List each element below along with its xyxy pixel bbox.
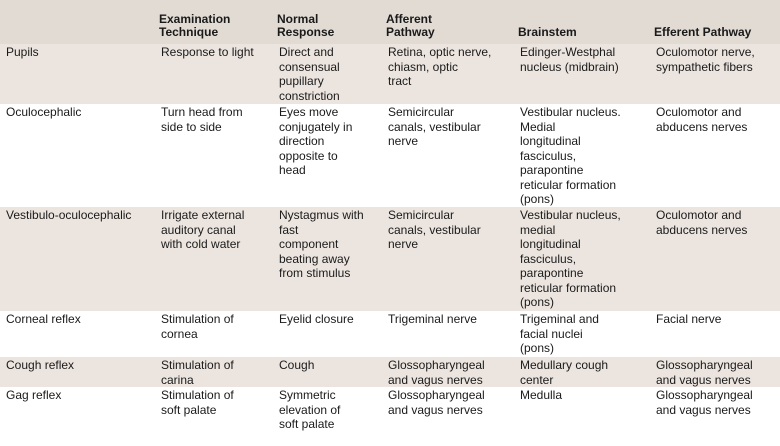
header-examination-technique: Examination Technique <box>159 12 231 39</box>
table-row: Pupils Response to light Direct and cons… <box>0 44 780 104</box>
header-efferent-pathway: Efferent Pathway <box>654 25 752 39</box>
cell-afferent: Glossopharyngeal and vagus nerves <box>380 387 512 433</box>
header-test <box>0 0 153 44</box>
cell-brainstem: Trigeminal and facial nuclei (pons) <box>512 311 648 357</box>
cell-efferent: Facial nerve <box>648 311 780 357</box>
cell-response: Symmetric elevation of soft palate <box>271 387 380 433</box>
cell-test: Oculocephalic <box>0 104 153 207</box>
cell-brainstem: Edinger-Westphal nucleus (midbrain) <box>512 44 648 104</box>
cell-response: Eyelid closure <box>271 311 380 357</box>
cell-brainstem: Medulla <box>512 387 648 433</box>
cell-technique: Turn head from side to side <box>153 104 271 207</box>
cell-test: Corneal reflex <box>0 311 153 357</box>
cell-brainstem: Vestibular nucleus. Medial longitudinal … <box>512 104 648 207</box>
cell-test: Gag reflex <box>0 387 153 433</box>
cell-response: Direct and consensual pupillary constric… <box>271 44 380 104</box>
cell-technique: Stimulation of carina <box>153 357 271 387</box>
cell-afferent: Semicircular canals, vestibular nerve <box>380 104 512 207</box>
header-brainstem: Brainstem <box>518 25 577 39</box>
cell-technique: Response to light <box>153 44 271 104</box>
cell-efferent: Oculomotor and abducens nerves <box>648 207 780 311</box>
cell-afferent: Trigeminal nerve <box>380 311 512 357</box>
brainstem-reflex-table: Examination Technique Normal Response Af… <box>0 0 780 433</box>
cell-efferent: Oculomotor and abducens nerves <box>648 104 780 207</box>
cell-afferent: Retina, optic nerve, chiasm, optic tract <box>380 44 512 104</box>
cell-brainstem: Medullary cough center <box>512 357 648 387</box>
cell-test: Pupils <box>0 44 153 104</box>
table-row: Vestibulo-oculocephalic Irrigate externa… <box>0 207 780 311</box>
cell-efferent: Glossopharyngeal and vagus nerves <box>648 387 780 433</box>
cell-response: Cough <box>271 357 380 387</box>
cell-afferent: Glossopharyngeal and vagus nerves <box>380 357 512 387</box>
table-row: Oculocephalic Turn head from side to sid… <box>0 104 780 207</box>
cell-technique: Irrigate external auditory canal with co… <box>153 207 271 311</box>
cell-test: Cough reflex <box>0 357 153 387</box>
table-row: Gag reflex Stimulation of soft palate Sy… <box>0 387 780 433</box>
cell-response: Nystagmus with fast component beating aw… <box>271 207 380 311</box>
table-row: Cough reflex Stimulation of carina Cough… <box>0 357 780 387</box>
header-afferent-pathway: Afferent Pathway <box>386 12 435 39</box>
header-normal-response: Normal Response <box>277 12 335 39</box>
cell-brainstem: Vestibular nucleus, medial longitudinal … <box>512 207 648 311</box>
cell-efferent: Oculomotor nerve, sympathetic fibers <box>648 44 780 104</box>
table-row: Corneal reflex Stimulation of cornea Eye… <box>0 311 780 357</box>
cell-response: Eyes move conjugately in direction oppos… <box>271 104 380 207</box>
cell-afferent: Semicircular canals, vestibular nerve <box>380 207 512 311</box>
table-header-row: Examination Technique Normal Response Af… <box>0 0 780 44</box>
cell-technique: Stimulation of cornea <box>153 311 271 357</box>
cell-technique: Stimulation of soft palate <box>153 387 271 433</box>
cell-efferent: Glossopharyngeal and vagus nerves <box>648 357 780 387</box>
cell-test: Vestibulo-oculocephalic <box>0 207 153 311</box>
